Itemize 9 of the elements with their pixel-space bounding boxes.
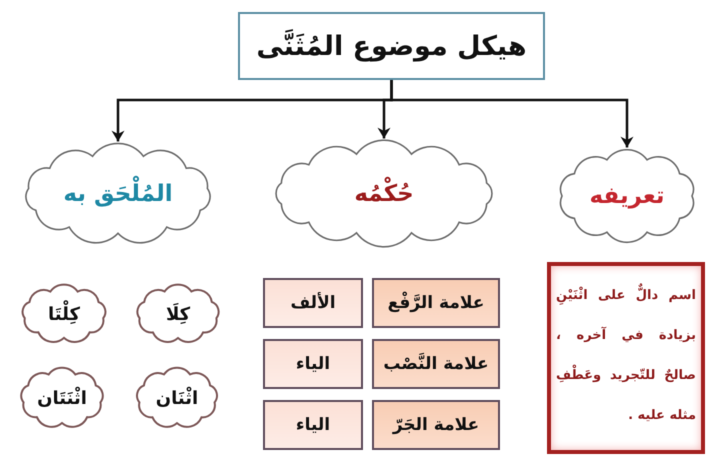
value-cell: الياء — [263, 400, 363, 450]
value-cell: الألف — [263, 278, 363, 328]
value-cell: الياء — [263, 339, 363, 389]
definition-box: اسم دالٌّ على اثْنَيْنِ بزيادة في آخره ، صالحٌ للتّجريد وعَطْفِ مثله عليه . — [547, 262, 705, 454]
label-cell: علامة النَّصْب — [372, 339, 500, 389]
arrow — [112, 80, 393, 142]
label-cell: علامة الرَّفْع — [372, 278, 500, 328]
label-cell: علامة الجَرّ — [372, 400, 500, 450]
title-box: هيكل موضوع المُثَنَّى — [238, 12, 545, 80]
